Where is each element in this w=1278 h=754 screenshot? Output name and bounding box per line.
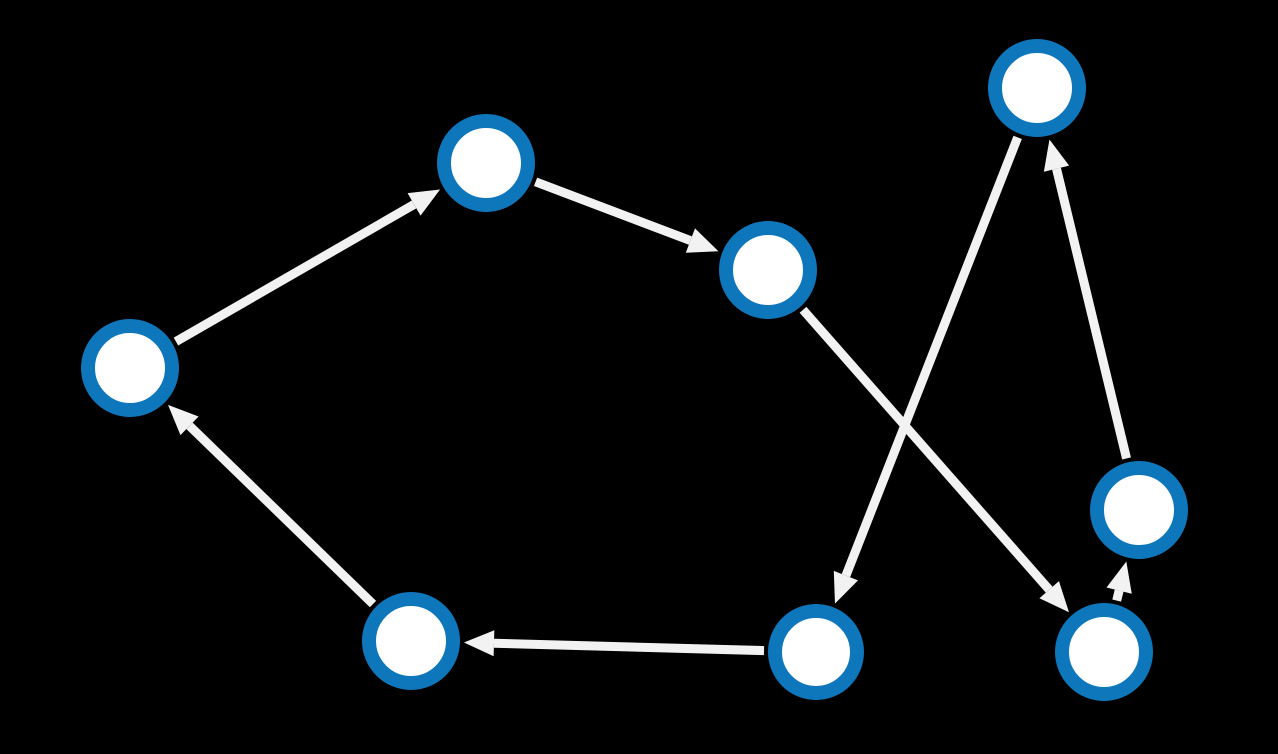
node-circle bbox=[1090, 461, 1188, 559]
node-circle bbox=[768, 604, 864, 700]
node-circle bbox=[437, 114, 535, 212]
graph-edge[interactable] bbox=[463, 630, 765, 657]
graph-node[interactable] bbox=[1090, 461, 1188, 559]
node-circle bbox=[988, 39, 1086, 137]
node-circle bbox=[81, 319, 179, 417]
edge-line bbox=[841, 135, 1022, 578]
edge-line bbox=[533, 177, 692, 245]
edges-layer bbox=[168, 135, 1132, 657]
arrowhead-icon bbox=[1106, 561, 1132, 594]
nodes-layer bbox=[81, 39, 1188, 701]
graph-edge[interactable] bbox=[1043, 139, 1131, 460]
node-circle bbox=[362, 592, 460, 690]
graph-node[interactable] bbox=[768, 604, 864, 700]
arrowhead-icon bbox=[1039, 581, 1069, 613]
edge-line bbox=[1052, 167, 1131, 460]
graph-edge[interactable] bbox=[168, 404, 377, 608]
arrowhead-icon bbox=[407, 189, 441, 216]
graph-edge[interactable] bbox=[799, 306, 1069, 613]
graph-edge[interactable] bbox=[833, 135, 1022, 604]
edge-line bbox=[1112, 589, 1124, 602]
edge-line bbox=[186, 422, 377, 608]
arrowhead-icon bbox=[1043, 139, 1070, 172]
graph-edge[interactable] bbox=[1106, 561, 1132, 602]
graph-edge[interactable] bbox=[533, 177, 719, 253]
graph-node[interactable] bbox=[1055, 603, 1153, 701]
graph-node[interactable] bbox=[81, 319, 179, 417]
edge-line bbox=[173, 200, 417, 346]
edge-line bbox=[493, 638, 765, 656]
graph-node[interactable] bbox=[437, 114, 535, 212]
graph-edge[interactable] bbox=[173, 189, 441, 346]
arrowhead-icon bbox=[463, 630, 495, 657]
graph-node[interactable] bbox=[988, 39, 1086, 137]
arrowhead-icon bbox=[168, 404, 199, 436]
node-circle bbox=[719, 221, 817, 319]
edge-line bbox=[799, 306, 1053, 593]
graph-node[interactable] bbox=[719, 221, 817, 319]
arrowhead-icon bbox=[833, 570, 859, 604]
node-circle bbox=[1055, 603, 1153, 701]
arrowhead-icon bbox=[685, 228, 719, 253]
graph-node[interactable] bbox=[362, 592, 460, 690]
